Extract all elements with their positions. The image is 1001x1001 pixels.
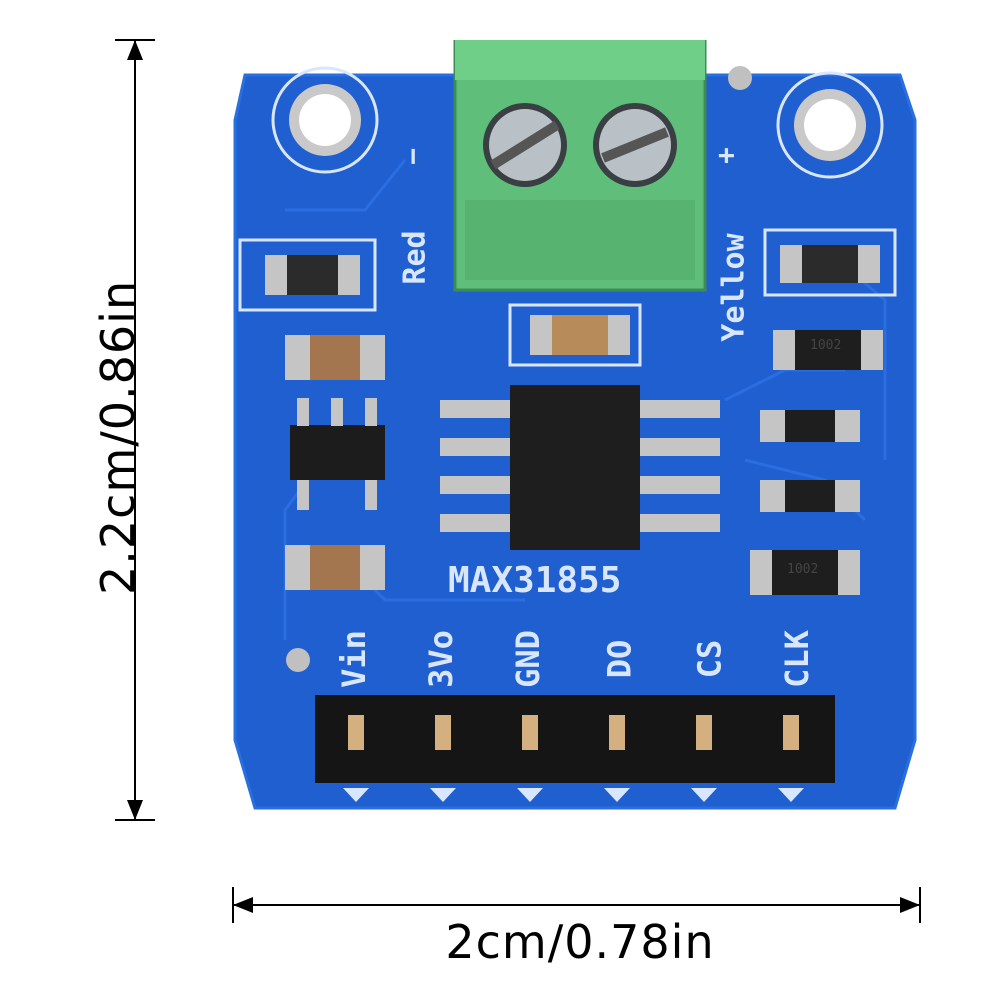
resistor-1 xyxy=(773,330,883,370)
max31855-chip xyxy=(440,385,720,550)
mounting-hole-left xyxy=(271,66,379,174)
wire-red-label: Red xyxy=(397,230,433,285)
height-label: 2.2cm/0.86in xyxy=(91,279,145,595)
polarity-minus: − xyxy=(395,148,429,165)
resistor-2-label: 1002 xyxy=(787,562,819,577)
smd-component-top-left xyxy=(265,255,360,295)
wire-yellow-label: Yellow xyxy=(716,233,752,342)
pin-label-clk: CLK xyxy=(777,630,816,688)
pin-label-cs: CS xyxy=(690,639,729,679)
pin-label-3vo: 3Vo xyxy=(421,630,460,688)
diode-1 xyxy=(760,410,860,442)
voltage-regulator xyxy=(290,398,385,510)
capacitor-left-1 xyxy=(285,335,385,380)
pin-label-gnd: GND xyxy=(508,630,547,688)
polarity-plus: + xyxy=(718,138,735,171)
capacitor-top-center xyxy=(530,315,630,355)
screw-terminal-block xyxy=(453,40,707,292)
width-dimension-line xyxy=(232,887,921,923)
diode-2 xyxy=(760,480,860,512)
resistor-2 xyxy=(750,550,860,595)
pin-label-do: DO xyxy=(600,639,639,679)
chip-label: MAX31855 xyxy=(448,560,622,601)
resistor-1-label: 1002 xyxy=(810,338,842,353)
width-label: 2cm/0.78in xyxy=(445,915,715,969)
pcb-board xyxy=(233,40,917,810)
capacitor-left-2 xyxy=(285,545,385,590)
mounting-hole-right xyxy=(776,71,884,179)
pin-header xyxy=(315,695,835,802)
smd-component-top-right xyxy=(780,245,880,283)
height-dimension-line xyxy=(115,39,155,821)
pin-label-vin: Vin xyxy=(334,630,373,688)
